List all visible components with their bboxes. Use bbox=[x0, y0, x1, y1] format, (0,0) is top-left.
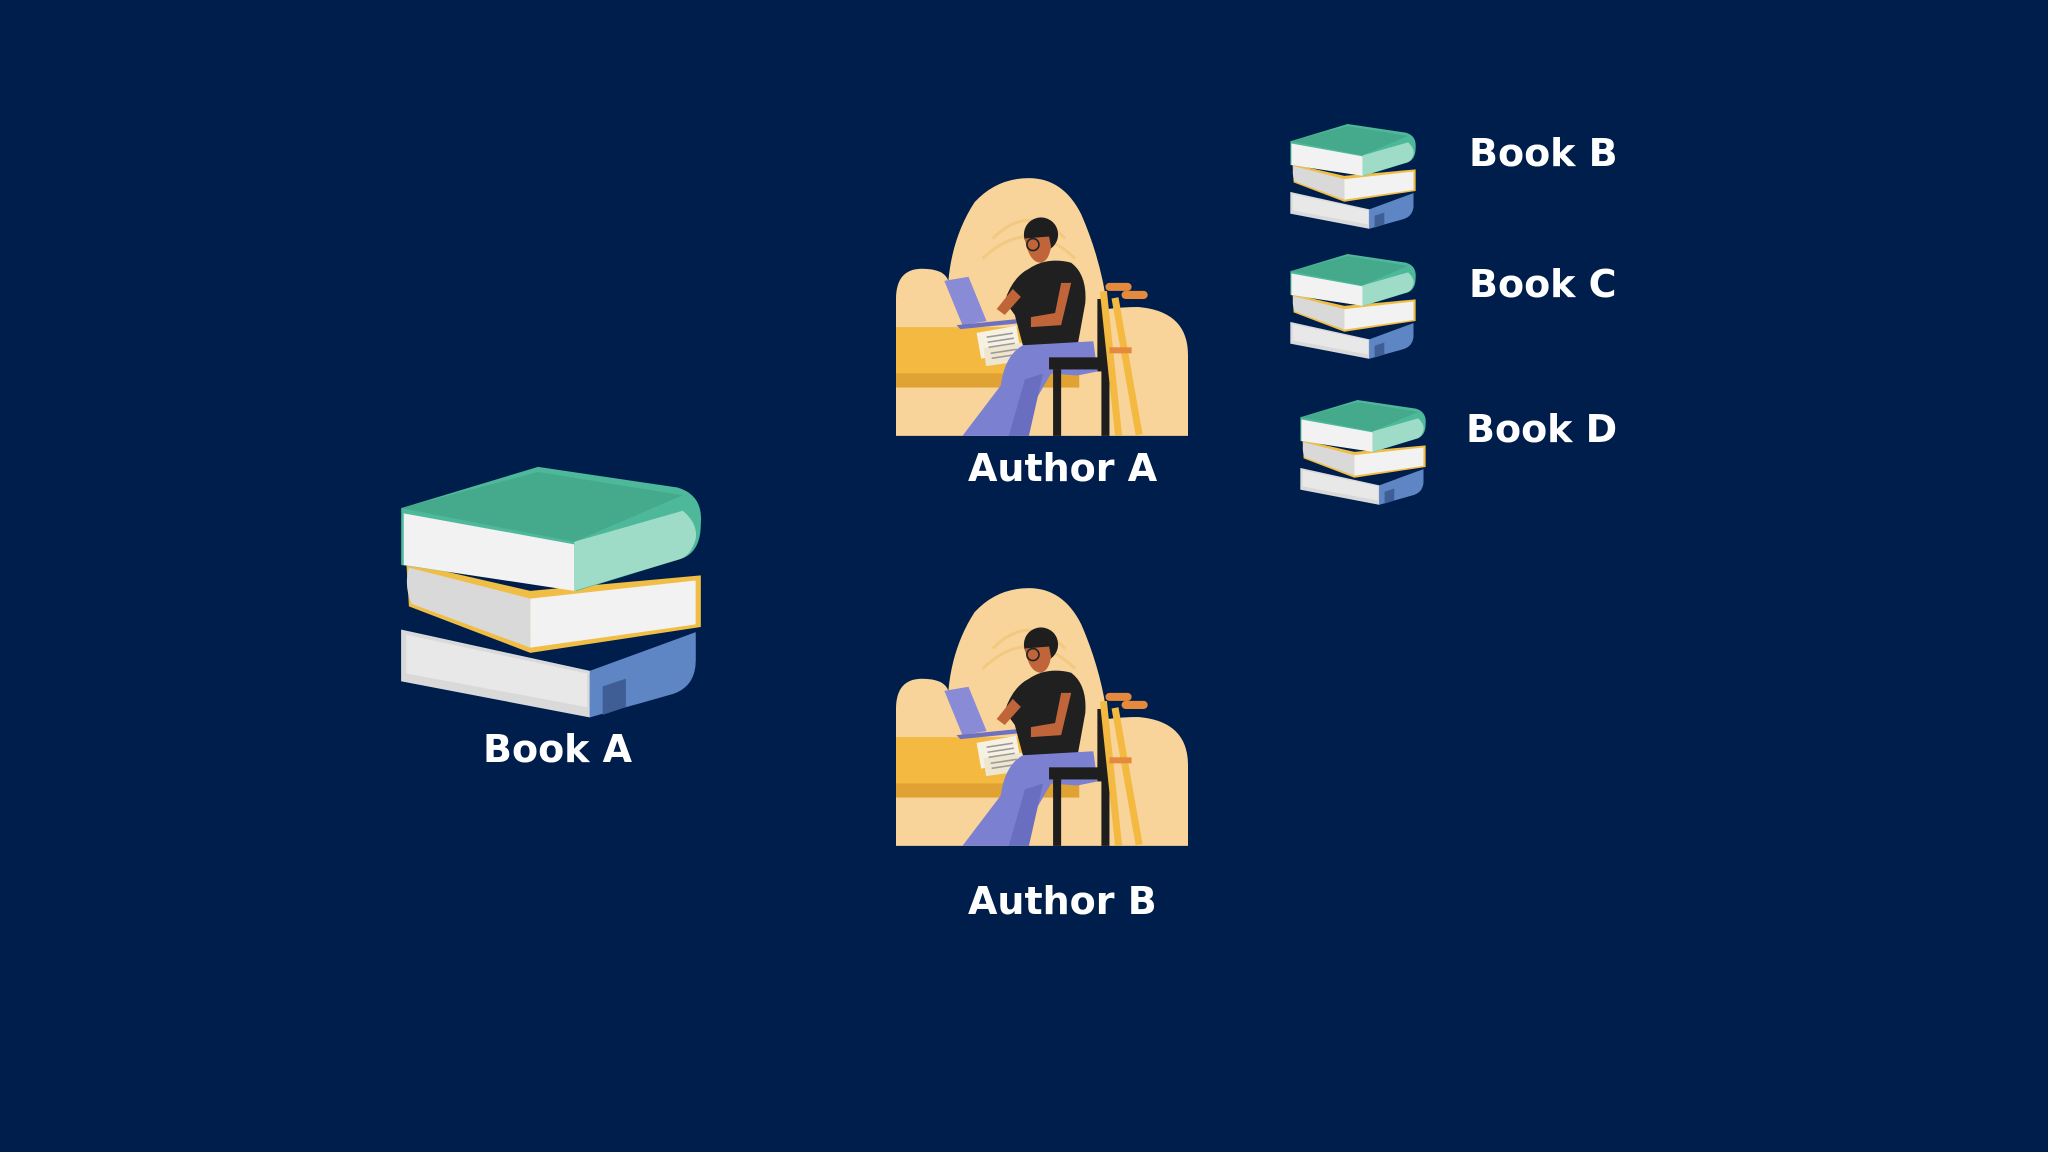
author-at-desk-icon bbox=[896, 178, 1188, 436]
author-at-desk-icon bbox=[896, 588, 1188, 846]
book-a-node bbox=[396, 466, 706, 726]
book-c-label: Book C bbox=[1469, 262, 1617, 306]
book-b-node bbox=[1288, 124, 1418, 232]
book-c-node bbox=[1288, 254, 1418, 362]
author-b-node bbox=[896, 588, 1188, 846]
book-d-node bbox=[1298, 400, 1428, 508]
author-b-label: Author B bbox=[968, 879, 1157, 923]
book-stack-icon bbox=[396, 466, 706, 726]
book-stack-icon bbox=[1288, 254, 1418, 362]
book-stack-icon bbox=[1298, 400, 1428, 508]
author-a-node bbox=[896, 178, 1188, 436]
book-d-label: Book D bbox=[1466, 407, 1618, 451]
book-stack-icon bbox=[1288, 124, 1418, 232]
book-b-label: Book B bbox=[1469, 131, 1618, 175]
author-a-label: Author A bbox=[968, 446, 1158, 490]
book-a-label: Book A bbox=[483, 727, 633, 771]
